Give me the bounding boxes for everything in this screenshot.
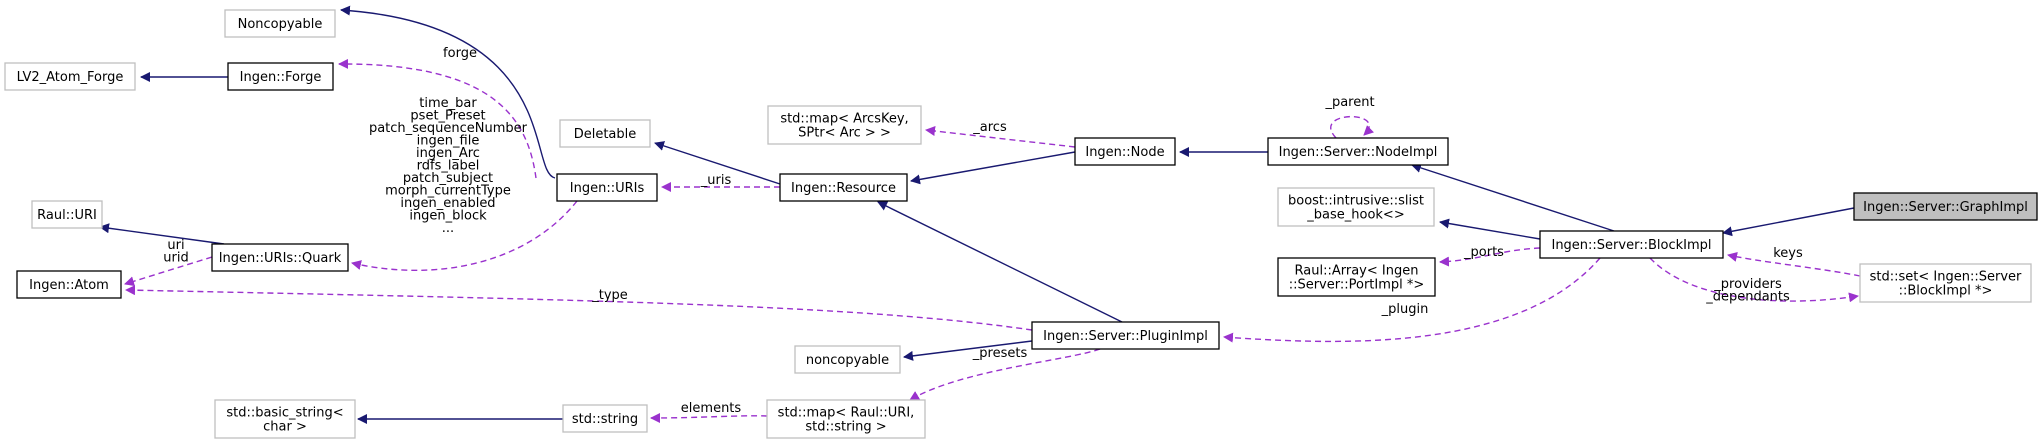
svg-text:Ingen::Forge: Ingen::Forge <box>240 70 322 85</box>
edge-label-forge-to-uris: forge <box>443 46 477 61</box>
class-node-resource[interactable]: Ingen::Resource <box>779 173 908 202</box>
class-node-noncopyable-low[interactable]: noncopyable <box>794 345 901 374</box>
edge-label-pluginimpl-to-blockimpl: _plugin <box>1381 302 1429 317</box>
edges-layer <box>99 5 1861 424</box>
edge-label-stdstring-to-urimap: elements <box>681 401 742 416</box>
edge-quark-to-uris <box>351 200 578 271</box>
svg-text:std::string: std::string <box>572 412 638 427</box>
edge-uris-to-noncopyable <box>340 5 556 179</box>
class-node-arcsmap[interactable]: std::map< ArcsKey,SPtr< Arc > > <box>767 105 922 145</box>
class-node-pluginimpl[interactable]: Ingen::Server::PluginImpl <box>1031 321 1220 350</box>
svg-text:std::set< Ingen::Server::Block: std::set< Ingen::Server::BlockImpl *> <box>1870 270 2022 299</box>
edge-label-urimap-to-pluginimpl: _presets <box>972 346 1028 361</box>
edge-label-nodeimpl-self: _parent <box>1324 95 1374 110</box>
svg-text:std::map< Raul::URI,std::strin: std::map< Raul::URI,std::string > <box>778 406 915 435</box>
svg-text:Ingen::Server::BlockImpl: Ingen::Server::BlockImpl <box>1551 238 1711 253</box>
svg-text:Raul::Array< Ingen::Server::Po: Raul::Array< Ingen::Server::PortImpl *> <box>1289 264 1425 293</box>
edge-atom-to-quark <box>124 256 213 287</box>
svg-text:Raul::URI: Raul::URI <box>37 208 97 223</box>
edge-pluginimpl-to-blockimpl <box>1223 257 1601 343</box>
edge-raularray-to-blockimpl <box>1439 247 1541 267</box>
edge-forge-to-uris <box>338 58 537 179</box>
class-node-nodeimpl[interactable]: Ingen::Server::NodeImpl <box>1267 137 1449 166</box>
svg-text:Ingen::Resource: Ingen::Resource <box>791 181 896 196</box>
class-node-deletable[interactable]: Deletable <box>559 119 651 148</box>
edge-atom-to-pluginimpl <box>125 285 1033 331</box>
svg-text:Ingen::URIs::Quark: Ingen::URIs::Quark <box>219 251 342 266</box>
edge-quark-to-rauluri <box>99 223 225 245</box>
svg-text:Ingen::Atom: Ingen::Atom <box>29 278 109 293</box>
class-node-graphimpl[interactable]: Ingen::Server::GraphImpl <box>1853 192 2038 221</box>
class-node-rauluri[interactable]: Raul::URI <box>31 200 103 229</box>
class-node-node[interactable]: Ingen::Node <box>1074 137 1176 166</box>
edge-stdstring-to-urimap <box>650 412 768 423</box>
class-node-slist[interactable]: boost::intrusive::slist_base_hook<> <box>1277 187 1435 227</box>
class-node-quark[interactable]: Ingen::URIs::Quark <box>211 243 349 272</box>
class-node-noncopyable-cap[interactable]: Noncopyable <box>224 9 336 38</box>
class-node-atom[interactable]: Ingen::Atom <box>16 270 122 299</box>
svg-text:noncopyable: noncopyable <box>806 353 889 368</box>
class-node-stdset[interactable]: std::set< Ingen::Server::BlockImpl *> <box>1859 263 2032 303</box>
edge-label-blockimpl-to-stdset: _providers_dependants <box>1705 277 1790 305</box>
edge-label-atom-to-pluginimpl: _type <box>591 288 628 303</box>
class-node-uris[interactable]: Ingen::URIs <box>556 173 658 202</box>
edge-urimap-to-pluginimpl <box>909 348 1101 401</box>
class-node-stdstring[interactable]: std::string <box>562 404 648 433</box>
edge-arcsmap-to-node <box>925 126 1076 148</box>
class-node-urimap[interactable]: std::map< Raul::URI,std::string > <box>766 399 926 439</box>
edge-pluginimpl-to-noncopyable <box>903 340 1033 361</box>
edge-node-to-resource <box>910 151 1076 185</box>
edge-blockimpl-to-nodeimpl <box>1411 163 1615 232</box>
svg-text:std::basic_string<char >: std::basic_string<char > <box>226 406 343 435</box>
edge-graphimpl-to-blockimpl <box>1722 207 1855 237</box>
edge-blockimpl-to-slist <box>1439 218 1541 240</box>
edge-label-uris-to-resource: _uris <box>700 173 732 188</box>
edge-blockimpl-to-stdset <box>1649 257 1859 303</box>
svg-text:Ingen::Server::PluginImpl: Ingen::Server::PluginImpl <box>1043 329 1208 344</box>
edge-resource-to-deletable <box>654 141 781 185</box>
class-node-lv2forge[interactable]: LV2_Atom_Forge <box>4 62 136 91</box>
edge-pluginimpl-to-resource <box>877 201 1123 323</box>
edge-label-raularray-to-blockimpl: _ports <box>1463 245 1504 260</box>
edge-label-stdset-to-blockimpl: keys <box>1773 246 1803 261</box>
edge-stdset-to-blockimpl <box>1727 252 1861 277</box>
svg-text:LV2_Atom_Forge: LV2_Atom_Forge <box>17 70 124 85</box>
svg-text:boost::intrusive::slist_base_h: boost::intrusive::slist_base_hook<> <box>1288 194 1424 223</box>
svg-text:Ingen::Server::GraphImpl: Ingen::Server::GraphImpl <box>1863 200 2028 215</box>
edge-label-arcsmap-to-node: _arcs <box>972 120 1007 135</box>
svg-text:std::map< ArcsKey,SPtr< Arc >: std::map< ArcsKey,SPtr< Arc > > <box>780 112 908 141</box>
svg-text:Deletable: Deletable <box>574 127 637 142</box>
svg-text:Ingen::URIs: Ingen::URIs <box>570 181 645 196</box>
class-node-blockimpl[interactable]: Ingen::Server::BlockImpl <box>1539 230 1724 259</box>
class-node-raularray[interactable]: Raul::Array< Ingen::Server::PortImpl *> <box>1277 257 1436 297</box>
svg-text:Ingen::Node: Ingen::Node <box>1085 145 1164 160</box>
class-node-basicstring[interactable]: std::basic_string<char > <box>214 399 356 439</box>
svg-text:Noncopyable: Noncopyable <box>238 17 323 32</box>
svg-text:Ingen::Server::NodeImpl: Ingen::Server::NodeImpl <box>1279 145 1438 160</box>
class-node-forge[interactable]: Ingen::Forge <box>227 62 334 91</box>
edge-nodeimpl-self <box>1330 115 1374 139</box>
